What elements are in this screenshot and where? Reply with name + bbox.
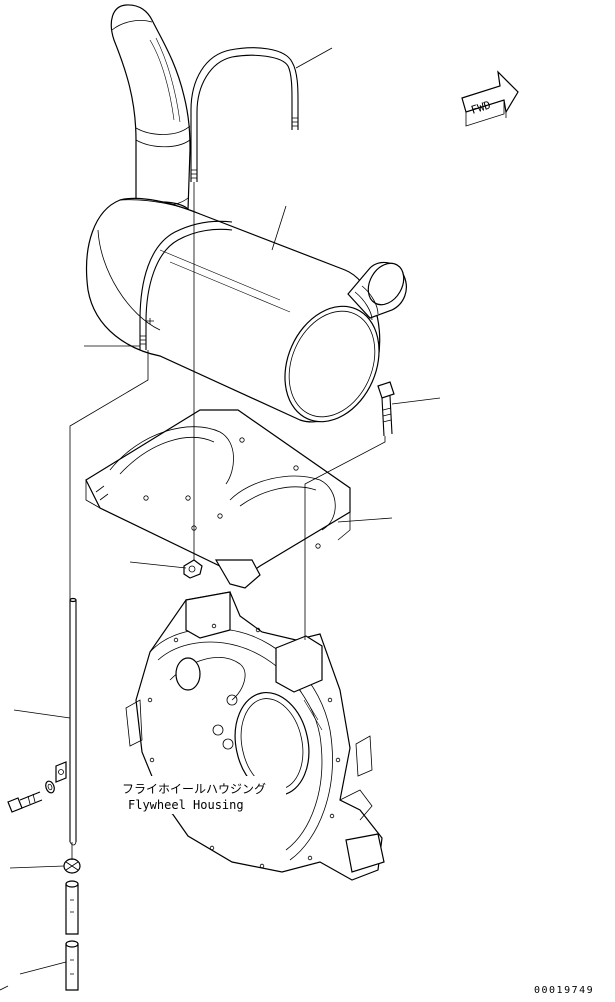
callout-leaders: [0, 47, 441, 991]
rod-clip: [55, 761, 67, 783]
muffler-bracket: [85, 409, 351, 589]
part-label-ja: フライホイールハウジング: [122, 782, 266, 796]
upper-tube: [65, 880, 79, 935]
long-rod: [69, 597, 77, 846]
flange-nut: [183, 559, 203, 579]
drawing-number: 00019749: [534, 985, 594, 996]
part-label-en: Flywheel Housing: [128, 798, 244, 812]
fwd-label: FWD: [469, 98, 492, 117]
flywheel-housing: [125, 591, 385, 881]
part-label: フライホイールハウジング Flywheel Housing: [118, 776, 286, 814]
exhaust-tailpipe: [110, 4, 191, 223]
hose-clamp: [63, 858, 81, 874]
u-bolt-lower: [139, 220, 233, 350]
lower-tube: [65, 940, 79, 991]
fwd-arrow-icon: FWD: [461, 70, 519, 127]
alignment-lines: [69, 182, 386, 860]
u-bolt-upper: [190, 47, 299, 182]
mounting-bolt: [377, 381, 395, 437]
muffler: [85, 197, 407, 423]
small-bolt: [7, 780, 55, 813]
